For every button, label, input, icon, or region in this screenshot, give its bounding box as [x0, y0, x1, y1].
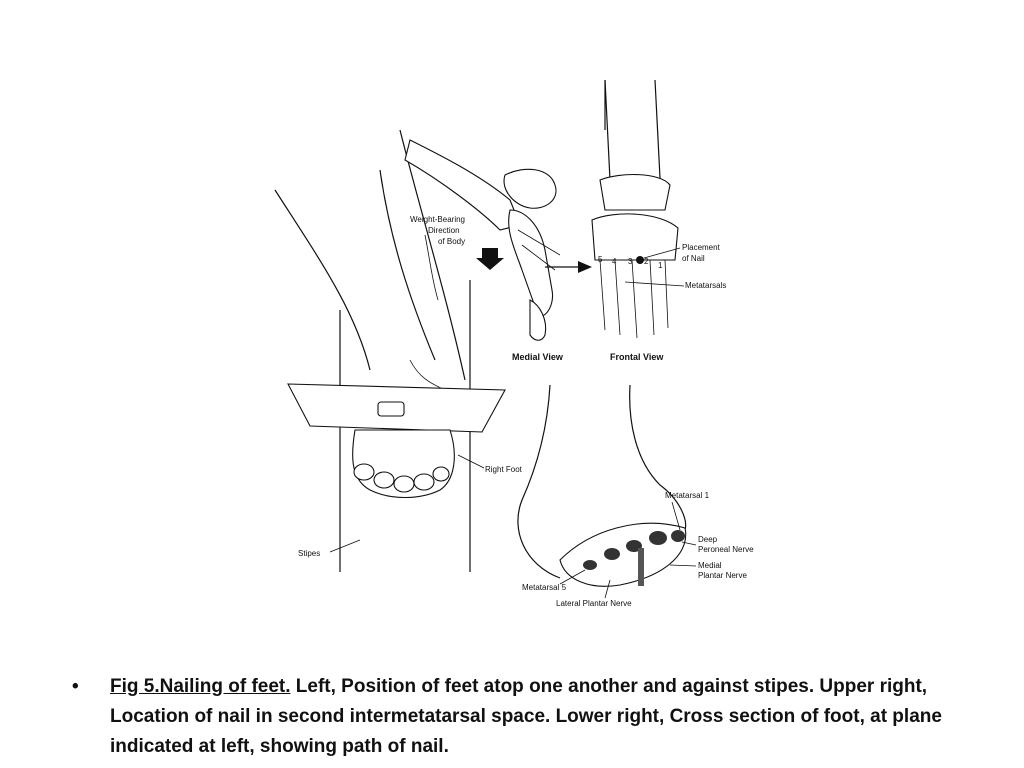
label-frontal-view: Frontal View [610, 352, 664, 362]
label-weight-bearing: Weight-Bearing [410, 215, 465, 224]
label-plantar-nerve: Plantar Nerve [698, 571, 747, 580]
label-of-nail: of Nail [682, 254, 705, 263]
leader-deep-peroneal [681, 541, 697, 546]
label-placement: Placement [682, 243, 721, 252]
leader-placement [643, 247, 681, 259]
leg-outline-left [274, 189, 371, 371]
frontal-ankle [599, 173, 671, 211]
label-right-foot: Right Foot [485, 465, 523, 474]
label-num-5: 5 [598, 255, 603, 264]
medial-bone-lines [517, 229, 561, 271]
weight-arrow-icon [476, 248, 504, 270]
label-deep: Deep [698, 535, 718, 544]
cross-section-leg-right [629, 384, 687, 531]
label-num-3: 3 [628, 257, 633, 266]
caption-bullet: • [72, 676, 79, 697]
label-lateral-plantar: Lateral Plantar Nerve [556, 599, 632, 608]
medial-talus [503, 168, 557, 209]
toe-3 [393, 475, 415, 493]
leader-lateral-plantar [604, 579, 611, 599]
label-metatarsals: Metatarsals [685, 281, 726, 290]
leg-hatch [424, 234, 439, 301]
frontal-tibia-right [654, 79, 661, 179]
medial-toe [529, 299, 547, 341]
view-arrow-icon [578, 261, 592, 273]
frontal-tarsals [591, 213, 679, 261]
caption-text: Fig 5.Nailing of feet. Left, Position of… [110, 672, 972, 762]
leader-metatarsal-1 [671, 501, 681, 531]
figure-caption: • Fig 5.Nailing of feet. Left, Position … [72, 672, 972, 762]
caption-title: Fig 5.Nailing of feet. [110, 676, 291, 697]
label-num-4: 4 [612, 257, 617, 266]
bone-section-1 [671, 530, 685, 542]
leader-metatarsals [624, 281, 685, 287]
bone-section-5 [583, 560, 597, 570]
cross-section-leg-left [517, 384, 561, 579]
foot-nailing-illustration: Weight-Bearing Direction of Body Right F… [274, 79, 754, 608]
toe-2 [373, 471, 395, 489]
label-metatarsal-1: Metatarsal 1 [665, 491, 710, 500]
leader-stipes [329, 539, 361, 553]
toe-1 [353, 463, 375, 481]
caption-body: Left, Position of feet atop one another … [110, 676, 942, 757]
label-metatarsal-5: Metatarsal 5 [522, 583, 567, 592]
label-stipes: Stipes [298, 549, 320, 558]
frontal-metatarsal-shafts [599, 259, 669, 339]
nail-head [377, 401, 405, 417]
toe-5 [432, 466, 450, 482]
foot-cross-section [559, 522, 687, 587]
leader-right-foot [457, 454, 485, 469]
leg-outline-mid [379, 169, 436, 361]
label-medial: Medial [698, 561, 722, 570]
label-peroneal-nerve: Peroneal Nerve [698, 545, 754, 554]
ankle-fold [409, 359, 446, 391]
nail-path [638, 548, 644, 586]
bone-section-2 [649, 531, 667, 545]
leader-medial-plantar [669, 564, 697, 567]
anatomical-figure: Weight-Bearing Direction of Body Right F… [260, 60, 800, 620]
frontal-tibia-left [604, 79, 611, 181]
leader-metatarsal-5 [559, 569, 586, 585]
label-num-1: 1 [658, 261, 663, 270]
label-direction: Direction [428, 226, 460, 235]
medial-metatarsals [508, 209, 554, 317]
nail-placement-marker [636, 256, 644, 264]
label-of-body: of Body [438, 237, 465, 246]
bone-section-4 [604, 548, 620, 560]
label-medial-view: Medial View [512, 352, 564, 362]
label-num-2: 2 [644, 257, 649, 266]
toe-4 [413, 473, 435, 491]
